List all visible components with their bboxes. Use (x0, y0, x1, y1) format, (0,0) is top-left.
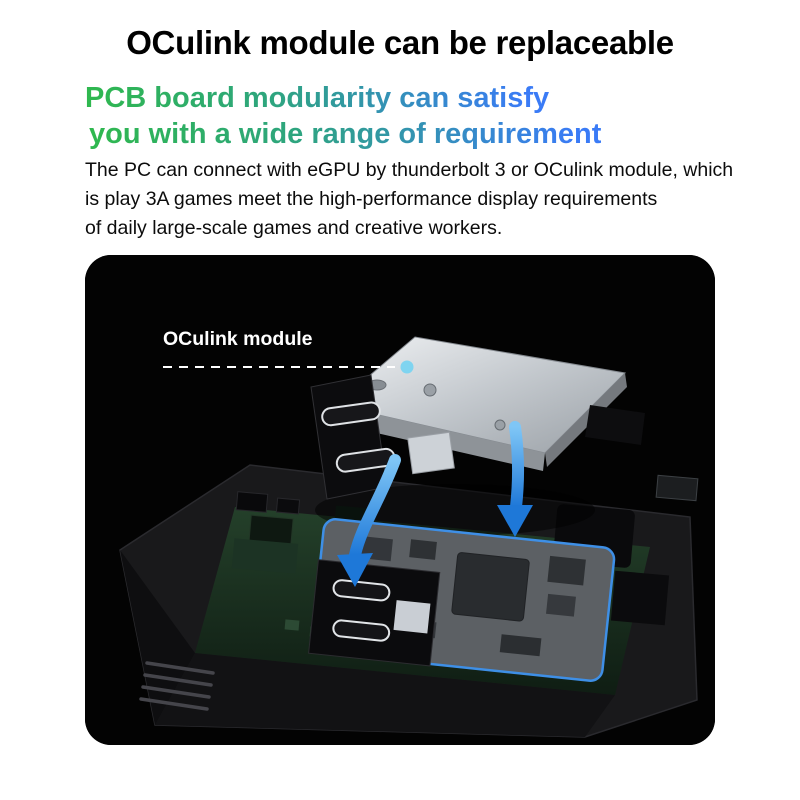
subtitle-line-2: you with a wide range of requirement (89, 118, 602, 150)
description-line-2: is play 3A games meet the high-performan… (85, 188, 658, 210)
usb-c-port (321, 401, 381, 427)
leader-dot (400, 360, 414, 374)
usb-c-port (332, 619, 391, 642)
description-line-1: The PC can connect with eGPU by thunderb… (85, 159, 734, 181)
latch-plate (393, 600, 431, 634)
description-text: The PC can connect with eGPU by thunderb… (85, 156, 733, 243)
product-figure: OCulink module (85, 255, 715, 745)
vent-grille (139, 661, 215, 711)
insertion-arrow-right (497, 421, 533, 537)
screw-hole (494, 419, 506, 431)
product-photo: OCulink module (85, 255, 715, 745)
arrowhead-icon (497, 505, 533, 537)
page-title: OCulink module can be replaceable (126, 24, 674, 61)
subtitle: PCB board modularity can satisfy you wit… (85, 80, 601, 152)
rear-io-ports (235, 474, 699, 515)
slot-port-bracket (308, 559, 441, 667)
module-label: OCulink module (163, 328, 313, 350)
oculink-slot-highlight (308, 518, 616, 682)
latch-plate (407, 431, 455, 475)
description-line-3: of daily large-scale games and creative … (85, 217, 503, 239)
subtitle-line-1: PCB board modularity can satisfy (85, 82, 550, 114)
module-port-bracket (310, 374, 455, 500)
insertion-arrow-left (337, 454, 401, 587)
usb-c-port (332, 579, 391, 602)
arrowhead-icon (337, 553, 373, 587)
screw-hole (423, 383, 437, 397)
module-connector (585, 405, 645, 445)
